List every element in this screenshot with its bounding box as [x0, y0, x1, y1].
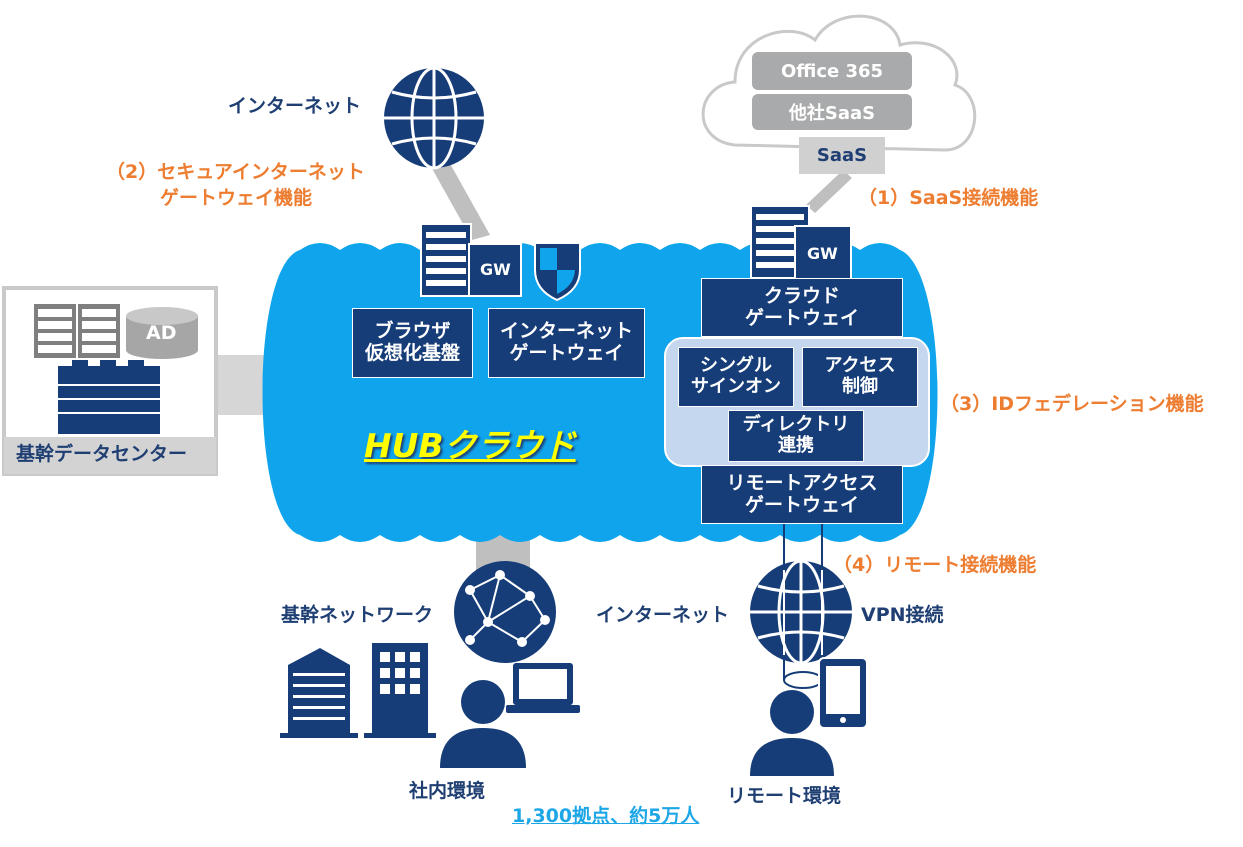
remote-gw-line1: リモートアクセス — [726, 471, 878, 494]
directory-sync-box: ディレクトリ 連携 — [728, 410, 864, 462]
datacenter-label: 基幹データセンター — [16, 443, 188, 465]
feature2-label-line1: （2）セキュアインターネット — [106, 161, 365, 183]
feature2-label-line2: ゲートウェイ機能 — [160, 187, 313, 209]
datacenter-label-bar — [4, 437, 216, 474]
backbone-network-label: 基幹ネットワーク — [281, 604, 434, 626]
directory-line2: 連携 — [778, 435, 814, 456]
cloud-gw-line1: クラウド — [763, 284, 840, 307]
globe-icon-top — [384, 66, 484, 170]
datacenter-building-icon — [58, 360, 160, 434]
vpn-label: VPN接続 — [861, 604, 944, 626]
remote-access-gateway-box: リモートアクセス ゲートウェイ — [701, 465, 903, 524]
feature3-label: （3）IDフェデレーション機能 — [940, 393, 1204, 415]
datacenter-server-icon-2 — [78, 304, 120, 358]
cloud-gateway-box: クラウド ゲートウェイ — [701, 278, 903, 337]
ad-database-icon — [126, 307, 198, 359]
datacenter-server-icon-1 — [34, 304, 76, 358]
feature1-label: （1）SaaS接続機能 — [858, 187, 1039, 209]
office-building-icon-2 — [364, 643, 436, 738]
hub-cloud-title: HUBクラウド — [364, 426, 576, 465]
office365-box: Office 365 — [752, 52, 912, 90]
directory-line1: ディレクトリ — [742, 414, 850, 436]
sso-line1: シングル — [700, 355, 772, 377]
internet-gw-line1: インターネット — [499, 320, 633, 343]
browser-line1: ブラウザ — [374, 320, 451, 343]
laptop-icon — [506, 663, 580, 713]
network-globe-icon — [454, 561, 556, 663]
access-line2: 制御 — [842, 376, 878, 397]
remote-environment-label: リモート環境 — [727, 785, 842, 807]
vpn-tunnel-front — [783, 570, 823, 655]
tablet-icon — [818, 657, 868, 729]
feature4-label: （4）リモート接続機能 — [833, 554, 1037, 576]
sso-line2: サインオン — [691, 376, 781, 397]
connector-saas — [806, 170, 852, 213]
office-user-icon — [440, 680, 526, 768]
access-control-box: アクセス 制御 — [802, 347, 918, 407]
gw-server-icon-right — [750, 205, 852, 281]
shield-icon — [534, 242, 581, 302]
remote-user-icon — [750, 690, 834, 776]
remote-gw-line2: ゲートウェイ — [744, 493, 859, 516]
browser-virtualization-box: ブラウザ 仮想化基盤 — [352, 308, 473, 378]
internet-label-bottom: インターネット — [596, 604, 730, 626]
other-saas-box: 他社SaaS — [752, 94, 912, 130]
cloud-gw-line2: ゲートウェイ — [744, 306, 859, 329]
scale-label: 1,300拠点、約5万人 — [512, 805, 700, 827]
connector-internet-top — [430, 160, 490, 240]
office-building-icon-1 — [280, 648, 358, 738]
internet-gw-line2: ゲートウェイ — [509, 342, 624, 364]
gw-server-icon-left — [420, 223, 522, 297]
office-environment-label: 社内環境 — [409, 780, 486, 802]
ad-label: AD — [146, 322, 177, 344]
browser-line2: 仮想化基盤 — [364, 342, 460, 364]
single-sign-on-box: シングル サインオン — [678, 347, 794, 407]
gw-label-right: GW — [807, 244, 838, 263]
internet-label-top: インターネット — [228, 95, 362, 117]
access-line1: アクセス — [824, 355, 896, 377]
internet-gateway-box: インターネット ゲートウェイ — [488, 308, 645, 378]
saas-label-box: SaaS — [799, 137, 885, 174]
gw-label-left: GW — [480, 260, 511, 279]
